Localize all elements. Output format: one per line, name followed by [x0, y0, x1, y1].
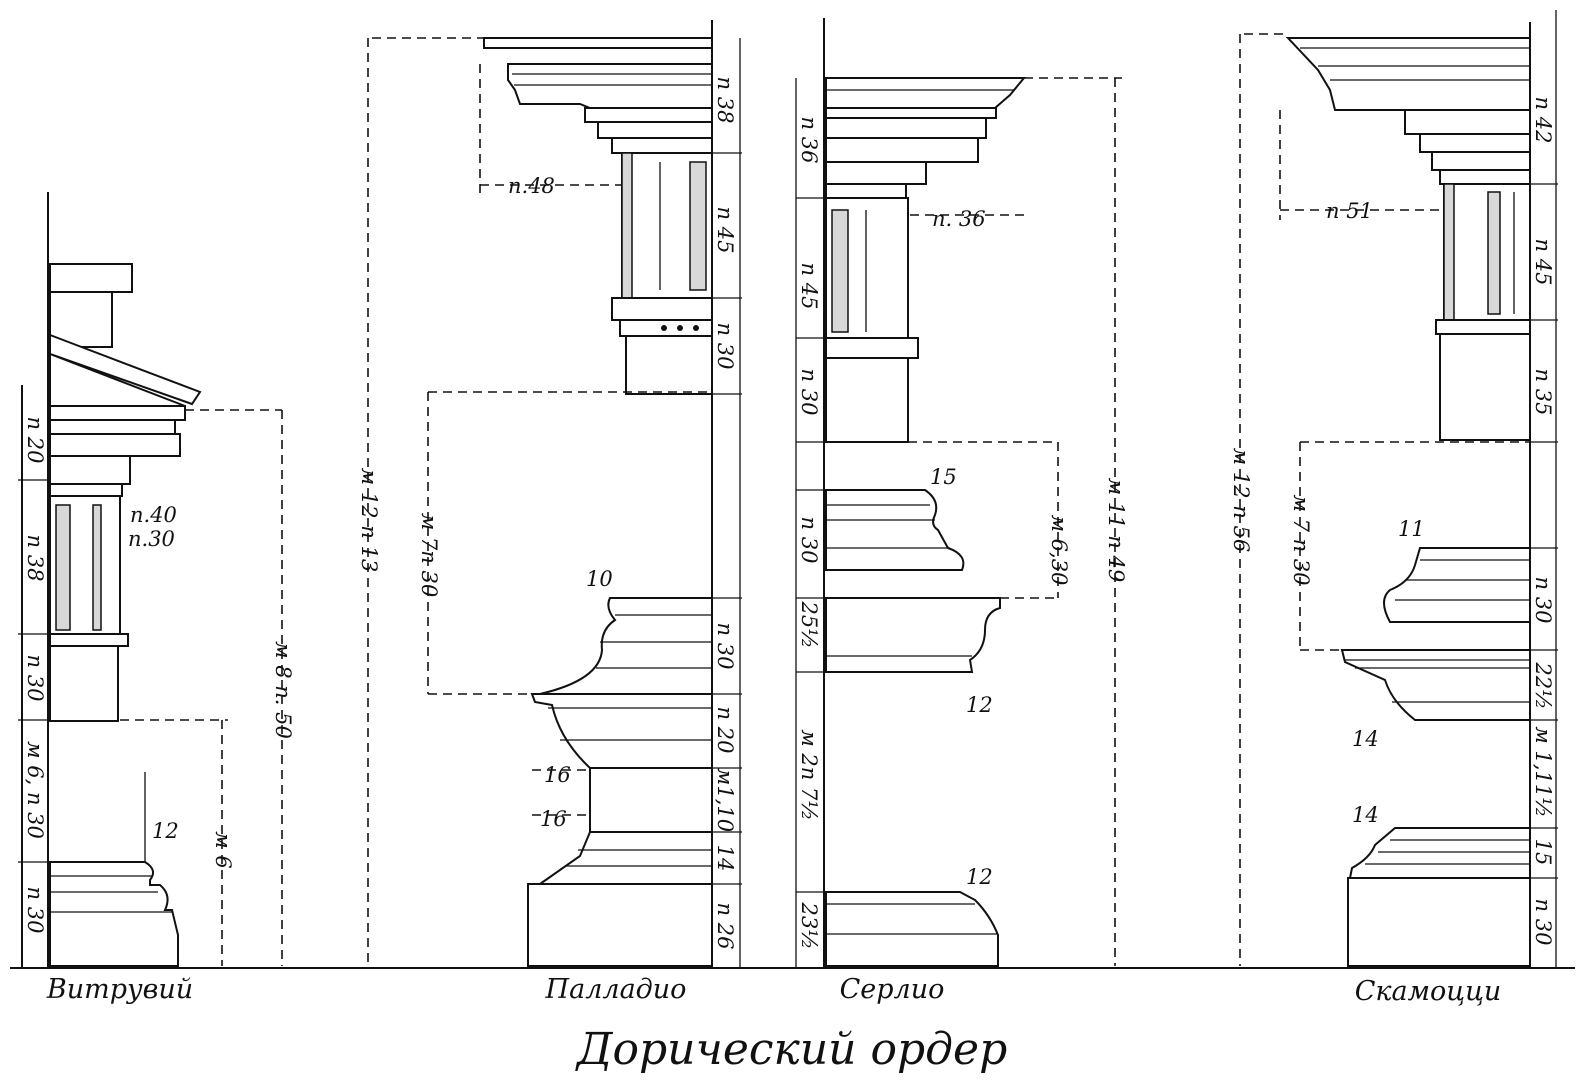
dimension-label: 16 — [544, 763, 571, 787]
dimension-label: 11 — [1398, 517, 1425, 541]
dimension-label: м 6,30 — [1047, 515, 1071, 586]
segment-label: п 20 — [23, 417, 47, 464]
dimension-label: м 12 п 13 — [357, 468, 381, 572]
dimension-label: 12 — [152, 819, 179, 843]
segment-label: п 30 — [797, 517, 821, 564]
segment-label: 14 — [713, 845, 737, 872]
segment-label: п 38 — [23, 535, 47, 582]
segment-label: м 1,11½ — [1531, 726, 1555, 817]
dimension-label: м 12 п 56 — [1229, 448, 1253, 552]
dimension-label: п.48 — [508, 174, 555, 198]
segment-label: п 30 — [797, 369, 821, 416]
dimension-label: 12 — [966, 865, 993, 889]
segment-label: 22½ — [1531, 661, 1555, 709]
segment-label: п 45 — [1531, 239, 1555, 286]
dimension-label: 16 — [540, 807, 567, 831]
segment-label: п 30 — [23, 655, 47, 702]
segment-label: п 30 — [1531, 899, 1555, 946]
segment-label: 15 — [1531, 839, 1555, 866]
dimension-label: 15 — [930, 465, 957, 489]
segment-label: п 26 — [713, 903, 737, 950]
segment-label: п 42 — [1531, 97, 1555, 144]
dimension-label: п. 36 — [932, 207, 986, 231]
order-name: Серлио — [840, 974, 945, 1005]
drawing-title: Дорический ордер — [575, 1024, 1008, 1075]
segment-label: п 35 — [1531, 369, 1555, 416]
dimension-label: 10 — [586, 567, 613, 591]
dimension-label: 12 — [966, 693, 993, 717]
dimension-label: п.30 — [128, 527, 175, 551]
dimension-label: п 51 — [1326, 199, 1373, 223]
segment-label: п 30 — [23, 887, 47, 934]
dimension-label: 14 — [1352, 803, 1379, 827]
segment-label: м 6, п 30 — [23, 741, 47, 839]
segment-label: п 45 — [797, 263, 821, 310]
dimension-label: м 7п 30 — [417, 513, 441, 597]
dimension-label: 14 — [1352, 727, 1379, 751]
dimension-label: м 11 п 49 — [1104, 478, 1128, 582]
segment-label: п 30 — [1531, 577, 1555, 624]
order-scamozzi: п 42 п 45 п 35 п 30 22½ м 1,11½ 15 п 30 … — [1229, 10, 1558, 1007]
segment-label: п 20 — [713, 707, 737, 754]
dimension-label: п.40 — [130, 503, 177, 527]
segment-label: м1,10 — [713, 768, 737, 832]
segment-label: п 30 — [713, 623, 737, 670]
segment-label: м 2п 7½ — [797, 729, 821, 820]
segment-label: п 30 — [713, 323, 737, 370]
order-serlio: п 36 п 45 п 30 п 30 25½ м 2п 7½ 23½ п. 3… — [795, 18, 1128, 1005]
segment-label: п 36 — [797, 117, 821, 164]
order-vitruvius: п 20 п 38 п 30 м 6, п 30 п 30 п.40 п.30 … — [18, 192, 295, 1005]
order-palladio: п 38 п 45 п 30 п 30 п 20 м1,10 14 п 26 п… — [357, 20, 742, 1005]
order-name: Скамоцци — [1355, 976, 1502, 1007]
order-name: Палладио — [545, 974, 687, 1005]
segment-label: 25½ — [797, 600, 821, 648]
dimension-label: м 8 п. 50 — [271, 641, 295, 739]
segment-label: п 38 — [713, 77, 737, 124]
segment-label: п 45 — [713, 207, 737, 254]
order-name: Витрувий — [46, 974, 193, 1005]
dimension-label: м 7 п 30 — [1289, 494, 1313, 585]
dimension-label: м 6 — [211, 831, 235, 868]
segment-label: 23½ — [797, 901, 821, 949]
